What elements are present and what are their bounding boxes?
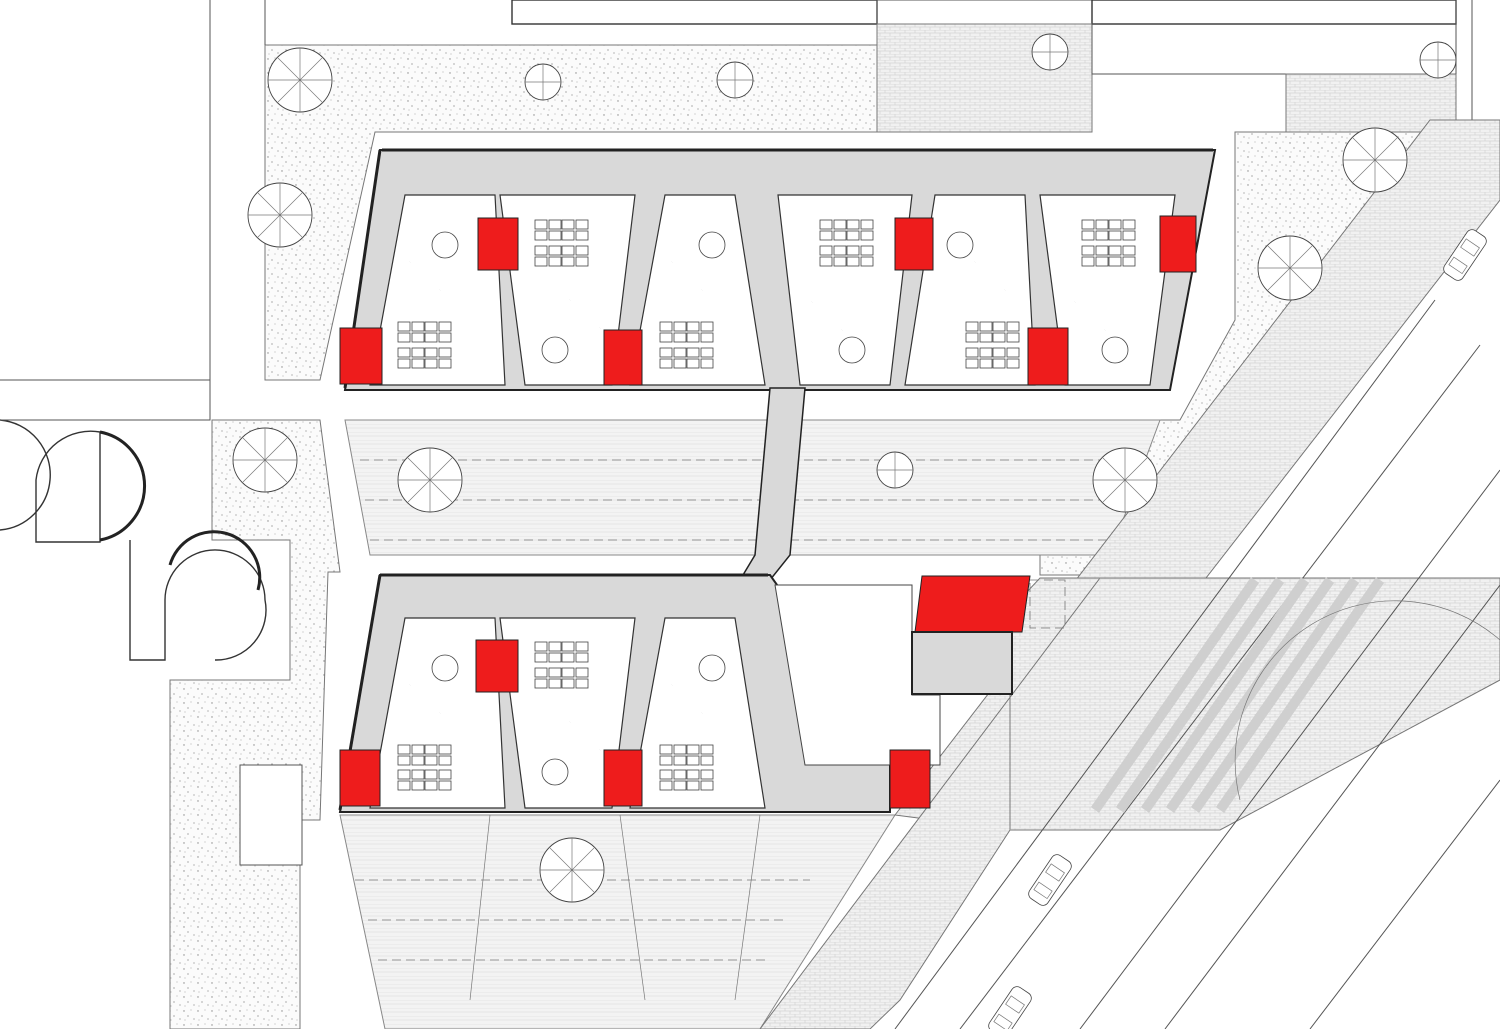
terrace-pad — [239, 764, 303, 866]
neighbour-buildings — [511, 0, 1473, 133]
toilet-block — [603, 749, 643, 807]
crosswalk-stripes — [1090, 577, 1385, 813]
planted-area-west — [169, 419, 341, 1029]
classroom — [1039, 194, 1176, 386]
toilet-block — [603, 329, 643, 386]
toilet-block — [339, 327, 383, 385]
toilet-block — [1159, 215, 1197, 273]
toilet-block — [339, 749, 381, 807]
lower-wing — [338, 573, 1066, 813]
upper-wing — [339, 148, 1217, 391]
courtyard-lower — [339, 814, 896, 1029]
classroom — [499, 617, 636, 809]
toilet-block — [475, 639, 519, 693]
toilet-block — [914, 575, 1031, 633]
round-pavilions — [0, 379, 267, 661]
toilet-block — [1027, 327, 1069, 386]
toilet-block — [894, 217, 934, 271]
classroom — [777, 194, 913, 386]
planted-area-top — [264, 44, 878, 381]
toilet-block — [889, 749, 931, 809]
toilet-block — [477, 217, 519, 271]
